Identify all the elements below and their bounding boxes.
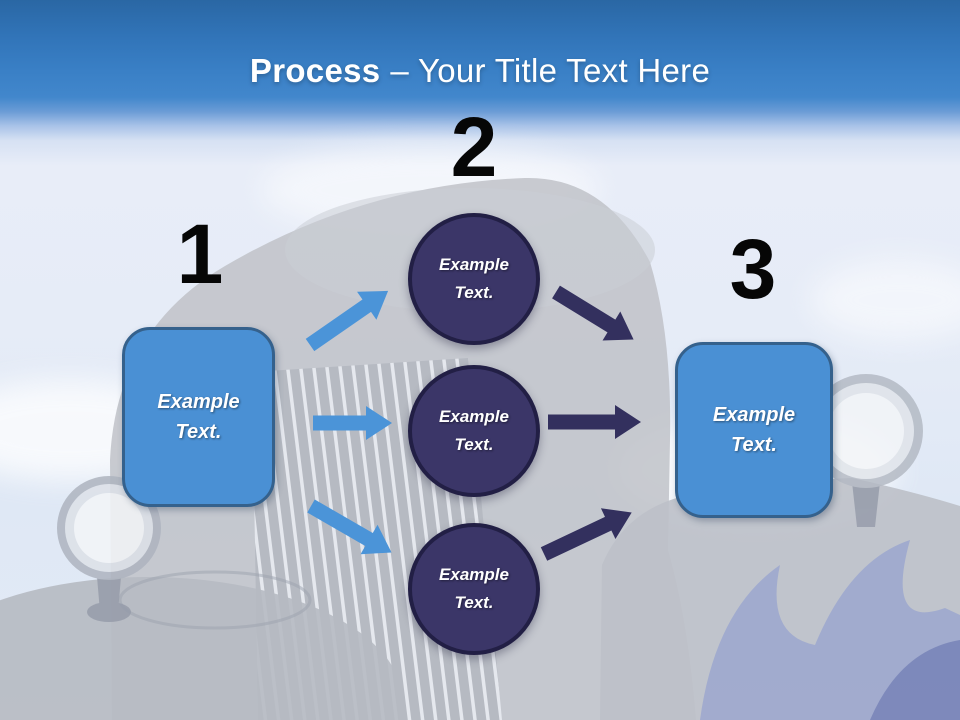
right-headlight (809, 374, 923, 527)
step3-box: Example Text. (675, 342, 833, 518)
step2-circle-top: Example Text. (408, 213, 540, 345)
flame-decals (700, 540, 960, 720)
fender-panel-line (118, 570, 312, 630)
step2-circle-bottom-label: Example Text. (439, 565, 509, 612)
step-number-2: 2 (450, 100, 498, 194)
slide-title: Process– Your Title Text Here (0, 54, 960, 87)
car-right-fender (600, 478, 960, 720)
title-text: – Your Title Text Here (390, 52, 711, 89)
title-emphasis: Process (249, 52, 381, 89)
step2-circle-middle-label: Example Text. (439, 407, 509, 454)
step2-circle-bottom: Example Text. (408, 523, 540, 655)
step2-circle-middle: Example Text. (408, 365, 540, 497)
step1-box: Example Text. (122, 327, 275, 507)
step3-box-label: Example Text. (712, 404, 796, 456)
step-number-3: 3 (729, 222, 777, 316)
step-number-1: 1 (176, 207, 224, 301)
flame-decal-dark (870, 640, 960, 720)
step2-circle-top-label: Example Text. (439, 255, 509, 302)
step1-box-label: Example Text. (157, 391, 240, 443)
